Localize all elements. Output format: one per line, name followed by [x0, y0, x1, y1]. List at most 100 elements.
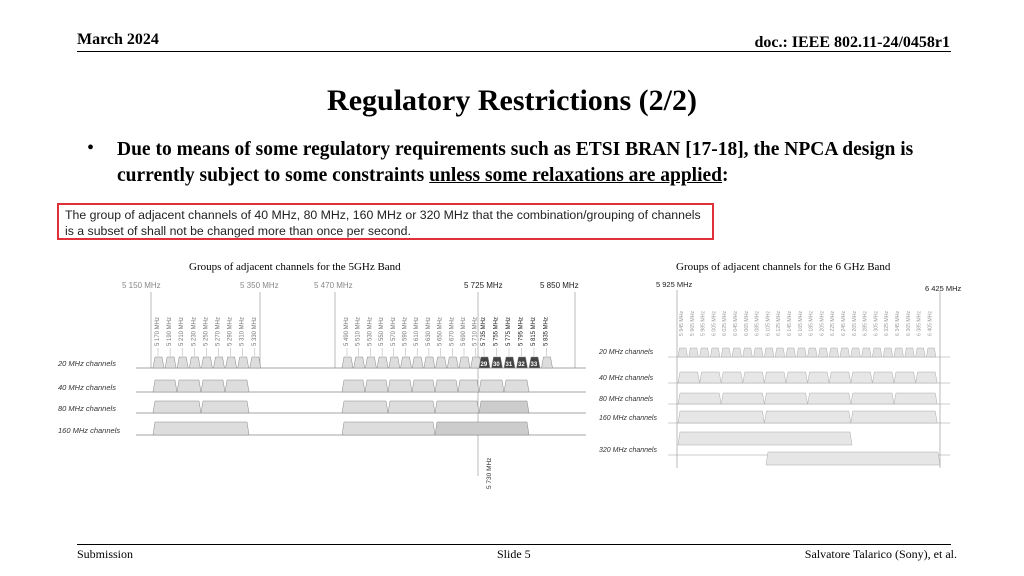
fig6-40mhz-channel	[850, 371, 873, 384]
fig6-20mhz-channel	[699, 347, 710, 358]
fig6-20mhz-channel	[796, 347, 807, 358]
fig6-channel-freq-label: 6 025 MHz	[722, 311, 728, 336]
fig6-channel-freq-label: 5 985 MHz	[701, 311, 707, 336]
fig6-20mhz-channel	[904, 347, 915, 358]
fig5-20mhz-channel	[478, 356, 491, 369]
bullet-text-underlined: unless some relaxations are applied	[429, 165, 723, 186]
fig5-channel-freq-label: 5 550 MHz	[379, 317, 385, 346]
fig5-band-edge-label: 5 850 MHz	[540, 281, 579, 290]
fig5-40mhz-channel	[503, 379, 530, 393]
fig6-row-label: 20 MHz channels	[598, 349, 654, 356]
fig5-40mhz-channel	[224, 379, 250, 393]
fig6-160mhz-channel	[764, 410, 852, 424]
fig5-40mhz-channel	[152, 379, 178, 393]
fig5-80mhz-channel	[387, 400, 436, 414]
fig5-channel-freq-label: 5 170 MHz	[155, 317, 161, 346]
fig5-channel-freq-label: 5 815 MHz	[531, 317, 537, 346]
fig5-40mhz-channel	[176, 379, 202, 393]
fig6-40mhz-channel	[915, 371, 938, 384]
fig6-channel-freq-label: 6 365 MHz	[906, 311, 912, 336]
fig6-20mhz-channel	[828, 347, 839, 358]
fig6-20mhz-channel	[785, 347, 796, 358]
fig5-row-label: 40 MHz channels	[58, 383, 116, 392]
fig5-20mhz-channel	[341, 356, 354, 369]
fig6-20mhz-channel	[893, 347, 904, 358]
fig6-channel-freq-label: 6 305 MHz	[873, 311, 879, 336]
fig6-80mhz-channel	[720, 392, 765, 405]
fig5-channel-freq-label: 5 835 MHz	[544, 317, 550, 346]
fig5-channel-freq-label: 5 670 MHz	[449, 317, 455, 346]
fig5-channel-freq-label: 5 610 MHz	[414, 317, 420, 346]
fig6-40mhz-channel	[807, 371, 830, 384]
header-divider	[77, 51, 951, 52]
footer-authors: Salvatore Talarico (Sony), et al.	[804, 547, 957, 561]
fig5-20mhz-channel	[225, 356, 237, 369]
fig6-80mhz-channel	[677, 392, 722, 405]
fig6-channel-freq-label: 6 185 MHz	[809, 311, 815, 336]
fig6-channel-freq-label: 6 225 MHz	[830, 311, 836, 336]
fig5-80mhz-channel	[434, 400, 480, 414]
fig5-channel-freq-label: 5 190 MHz	[167, 317, 173, 346]
fig5-20mhz-channel	[189, 356, 201, 369]
fig5-channel-freq-label: 5 590 MHz	[403, 317, 409, 346]
fig6-channel-freq-label: 6 145 MHz	[787, 311, 793, 336]
fig6-20mhz-channel	[818, 347, 829, 358]
fig6-channel-freq-label: 5 965 MHz	[690, 311, 696, 336]
fig5-80mhz-channel	[152, 400, 202, 414]
fig6-20mhz-channel	[850, 347, 861, 358]
fig6-band-edge-label: 6 425 MHz	[925, 284, 962, 293]
fig6-20mhz-channel	[807, 347, 818, 358]
fig5-channel-freq-label: 5 690 MHz	[461, 317, 467, 346]
fig5-20mhz-channel	[164, 356, 177, 369]
fig6-channel-freq-label: 6 405 MHz	[927, 311, 933, 336]
fig6-20mhz-channel	[764, 347, 775, 358]
fig5-channel-freq-label: 5 775 MHz	[506, 317, 512, 346]
bullet-text-main: Due to means of some regulatory requirem…	[117, 139, 914, 186]
fig5-channel-number: 29	[481, 362, 488, 368]
fig6-40mhz-channel	[872, 371, 895, 384]
fig5-band-edge-label: 5 350 MHz	[240, 281, 279, 290]
fig6-20mhz-channel	[915, 347, 926, 358]
fig5-20mhz-channel	[365, 356, 377, 369]
fig5-160mhz-channel	[152, 421, 250, 436]
fig6-channel-freq-label: 6 125 MHz	[776, 311, 782, 336]
fig5-channel-freq-label: 5 210 MHz	[179, 317, 185, 346]
fig5-channel-freq-label: 5 250 MHz	[203, 317, 209, 346]
fig6-80mhz-channel	[850, 392, 895, 405]
fig6-20mhz-channel	[839, 347, 850, 358]
fig5-40mhz-channel	[364, 379, 389, 393]
fig6-channel-freq-label: 6 385 MHz	[917, 311, 923, 336]
fig5-20mhz-channel	[388, 356, 401, 369]
fig6-20mhz-channel	[882, 347, 893, 358]
fig6-20mhz-channel	[688, 347, 699, 358]
bullet-marker: •	[87, 137, 95, 159]
fig6-20mhz-channel	[720, 347, 731, 358]
fig6-20mhz-channel	[872, 347, 883, 358]
fig5-band-edge-label: 5 150 MHz	[122, 281, 161, 290]
fig5-channel-freq-label: 5 270 MHz	[216, 317, 222, 346]
fig5-channel-freq-label: 5 570 MHz	[391, 317, 397, 346]
fig5-20mhz-channel	[176, 356, 189, 369]
fig6-channel-freq-label: 6 345 MHz	[895, 311, 901, 336]
fig5-channel-freq-label: 5 290 MHz	[228, 317, 234, 346]
fig6-row-label: 80 MHz channels	[599, 396, 654, 403]
fig5-channel-freq-label: 5 735 MHz	[481, 317, 487, 346]
fig6-40mhz-channel	[677, 371, 700, 384]
fig5-80mhz-channel	[341, 400, 389, 414]
fig5-channel-freq-label: 5 530 MHz	[367, 317, 373, 346]
fig5-channel-number: 30	[493, 362, 500, 368]
fig6-20mhz-channel	[710, 347, 721, 358]
fig6-channel-freq-label: 6 285 MHz	[863, 311, 869, 336]
fig5-20mhz-channel	[201, 356, 213, 369]
fig6-channel-freq-label: 6 085 MHz	[755, 311, 761, 336]
fig5-band-edge-label: 5 725 MHz	[464, 281, 503, 290]
fig6-20mhz-channel	[753, 347, 764, 358]
fig5-20mhz-channel	[470, 356, 482, 369]
fig6-20mhz-channel	[742, 347, 753, 358]
fig5-20mhz-channel	[541, 356, 553, 369]
footer-submission: Submission	[77, 547, 134, 561]
fig6-80mhz-channel	[764, 392, 808, 405]
fig6-20mhz-channel	[774, 347, 785, 358]
regulation-quote-box: The group of adjacent channels of 40 MHz…	[57, 203, 714, 240]
